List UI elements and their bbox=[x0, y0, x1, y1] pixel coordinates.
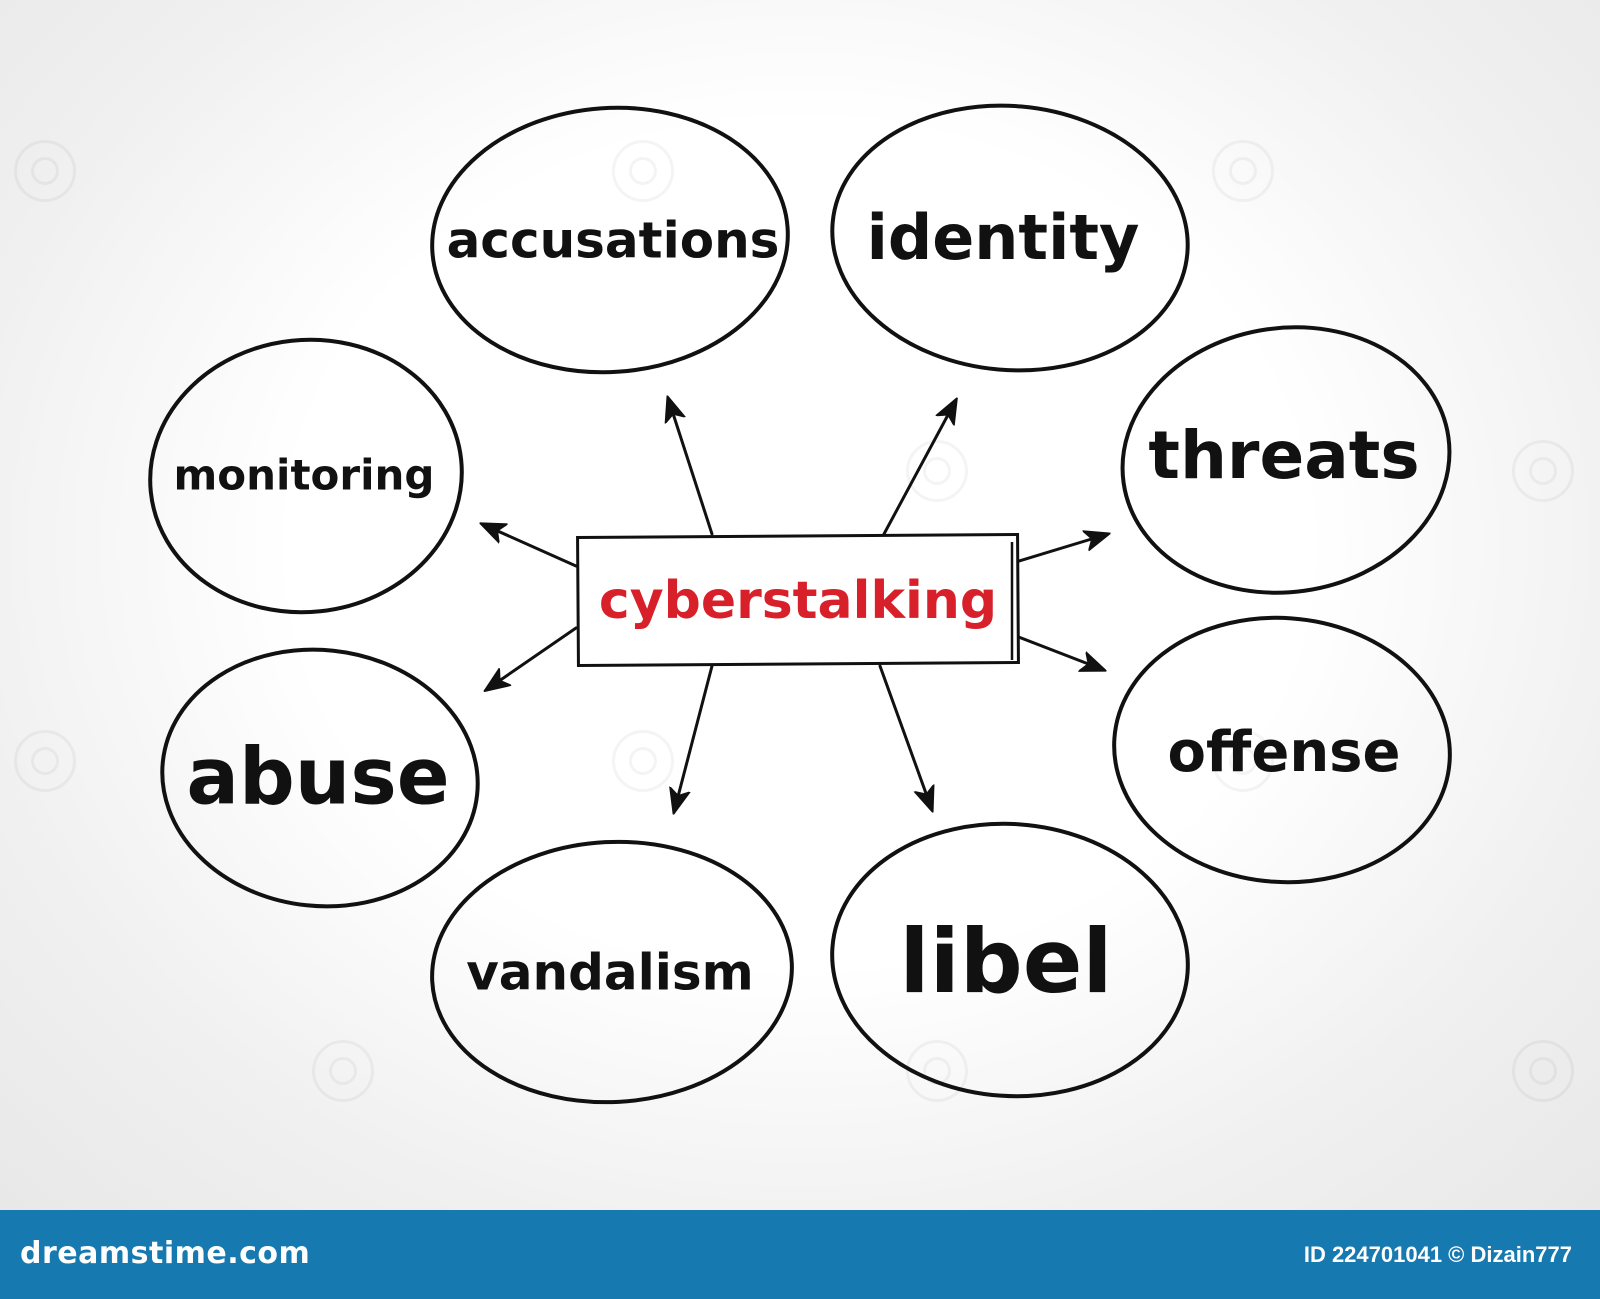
watermark-swirl-icon bbox=[14, 140, 76, 202]
node-label-monitoring: monitoring bbox=[174, 451, 435, 500]
watermark-swirl-icon bbox=[906, 440, 968, 502]
watermark-swirl-icon bbox=[1512, 440, 1574, 502]
node-label-threats: threats bbox=[1148, 417, 1419, 494]
node-label-vandalism: vandalism bbox=[466, 944, 754, 1002]
node-outline bbox=[1112, 615, 1452, 885]
center-topic: cyberstalking bbox=[576, 532, 1020, 668]
node-threats: threats bbox=[1120, 325, 1452, 595]
node-outline bbox=[1120, 325, 1452, 595]
node-label-accusations: accusations bbox=[447, 212, 780, 270]
watermark-swirl-icon bbox=[1512, 1040, 1574, 1102]
watermark-swirl-icon bbox=[312, 1040, 374, 1102]
node-label-libel: libel bbox=[899, 910, 1112, 1013]
center-label: cyberstalking bbox=[599, 571, 997, 631]
mind-map-diagram: cyberstalking accusations identity monit… bbox=[148, 103, 1452, 1105]
node-outline bbox=[148, 337, 464, 615]
connectors bbox=[482, 398, 1108, 812]
arrow-to-identity bbox=[882, 400, 956, 536]
node-identity: identity bbox=[830, 103, 1190, 373]
arrow-to-abuse bbox=[486, 626, 578, 690]
watermark-swirl-icon bbox=[612, 140, 674, 202]
arrow-to-offense bbox=[1014, 634, 1104, 670]
arrow-to-vandalism bbox=[674, 664, 714, 812]
node-outline bbox=[830, 821, 1190, 1099]
footer-image-credit: ID 224701041 © Dizain777 bbox=[1303, 1242, 1572, 1267]
mind-map-canvas: cyberstalking accusations identity monit… bbox=[0, 0, 1600, 1210]
arrow-to-threats bbox=[1014, 534, 1108, 564]
node-monitoring: monitoring bbox=[148, 337, 464, 615]
node-libel: libel bbox=[830, 821, 1190, 1099]
node-label-abuse: abuse bbox=[186, 732, 449, 822]
node-outline bbox=[160, 647, 480, 909]
node-outline bbox=[430, 839, 794, 1105]
node-abuse: abuse bbox=[160, 647, 480, 909]
arrow-to-accusations bbox=[668, 398, 714, 536]
node-vandalism: vandalism bbox=[430, 839, 794, 1105]
node-outline bbox=[830, 103, 1190, 373]
center-box bbox=[576, 532, 1020, 668]
node-label-identity: identity bbox=[867, 201, 1140, 274]
node-label-offense: offense bbox=[1168, 720, 1401, 785]
footer-brand-logo[interactable]: dreamstime.com bbox=[20, 1236, 311, 1271]
watermark-swirl-icon bbox=[612, 730, 674, 792]
node-outline bbox=[430, 105, 790, 375]
stock-footer-bar: dreamstime.com ID 224701041 © Dizain777 bbox=[0, 1210, 1600, 1299]
node-accusations: accusations bbox=[430, 105, 790, 375]
arrow-to-monitoring bbox=[482, 524, 578, 568]
arrow-to-libel bbox=[878, 664, 932, 810]
watermark-swirl-icon bbox=[1212, 730, 1274, 792]
node-offense: offense bbox=[1112, 615, 1452, 885]
watermark-swirl-icon bbox=[1212, 140, 1274, 202]
watermark-swirl-icon bbox=[14, 730, 76, 792]
